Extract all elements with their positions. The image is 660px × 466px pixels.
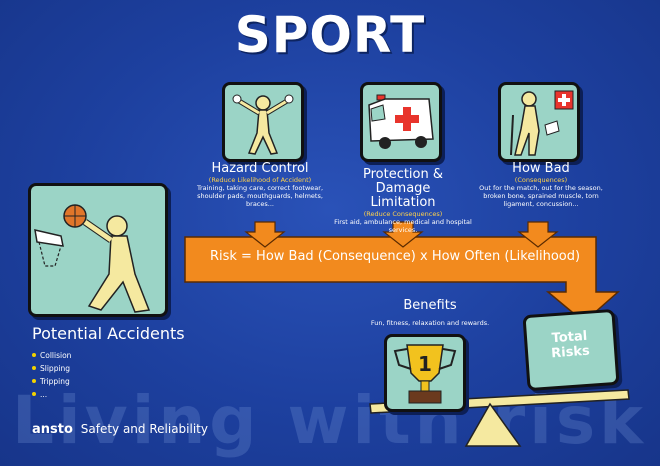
page-title: SPORT [234, 6, 426, 64]
list-item: Collision [32, 349, 71, 362]
how-bad-title: How Bad [512, 161, 570, 176]
hazard-control-desc: Training, taking care, correct footwear,… [196, 184, 324, 208]
list-item: ... [32, 388, 71, 401]
benefits-desc: Fun, fitness, relaxation and rewards. [370, 319, 490, 327]
howbad-down-arrow [517, 221, 559, 248]
how-bad-subtitle: (Consequences) [514, 176, 568, 184]
list-item: Tripping [32, 375, 71, 388]
hazard-down-arrow [244, 221, 286, 248]
ambulance-icon [368, 94, 434, 149]
potential-accidents-list: Collision Slipping Tripping ... [32, 349, 71, 401]
how-bad-desc: Out for the match, out for the season, b… [479, 184, 603, 208]
risk-arrow [184, 236, 620, 323]
protection-down-arrow [382, 221, 424, 248]
protection-panel [360, 82, 442, 162]
injured-player-icon [510, 90, 574, 156]
brand-logo: ansto [32, 422, 73, 437]
trophy-icon: 1 [393, 344, 457, 404]
how-bad-panel [498, 82, 580, 162]
total-risks-label: Total Risks [526, 327, 614, 363]
protection-desc: First aid, ambulance, medical and hospit… [334, 218, 472, 234]
potential-accidents-panel [28, 183, 168, 317]
basketball-player-icon [34, 204, 151, 313]
benefits-title: Benefits [403, 298, 457, 313]
balance-fulcrum [464, 402, 522, 447]
list-item: Slipping [32, 362, 71, 375]
how-bad-text: How Bad (Consequences) Out for the match… [476, 161, 606, 209]
hazard-control-subtitle: (Reduce Likelihood of Accident) [208, 176, 312, 184]
protection-subtitle: (Reduce Consequences) [363, 210, 443, 218]
benefits-panel: 1 [384, 334, 466, 412]
figure-icon [232, 94, 294, 155]
footer: ansto Safety and Reliability [32, 422, 208, 437]
potential-accidents-title: Potential Accidents [32, 324, 185, 343]
footer-text: Safety and Reliability [80, 422, 208, 436]
risk-equation: Risk = How Bad (Consequence) x How Often… [209, 249, 581, 264]
protection-title: Protection & Damage Limitation [362, 167, 444, 210]
hazard-control-title: Hazard Control [211, 161, 309, 176]
hazard-control-panel [222, 82, 304, 162]
protection-text: Protection & Damage Limitation (Reduce C… [328, 167, 478, 235]
hazard-control-text: Hazard Control (Reduce Likelihood of Acc… [185, 161, 335, 209]
svg-text:1: 1 [418, 352, 432, 376]
